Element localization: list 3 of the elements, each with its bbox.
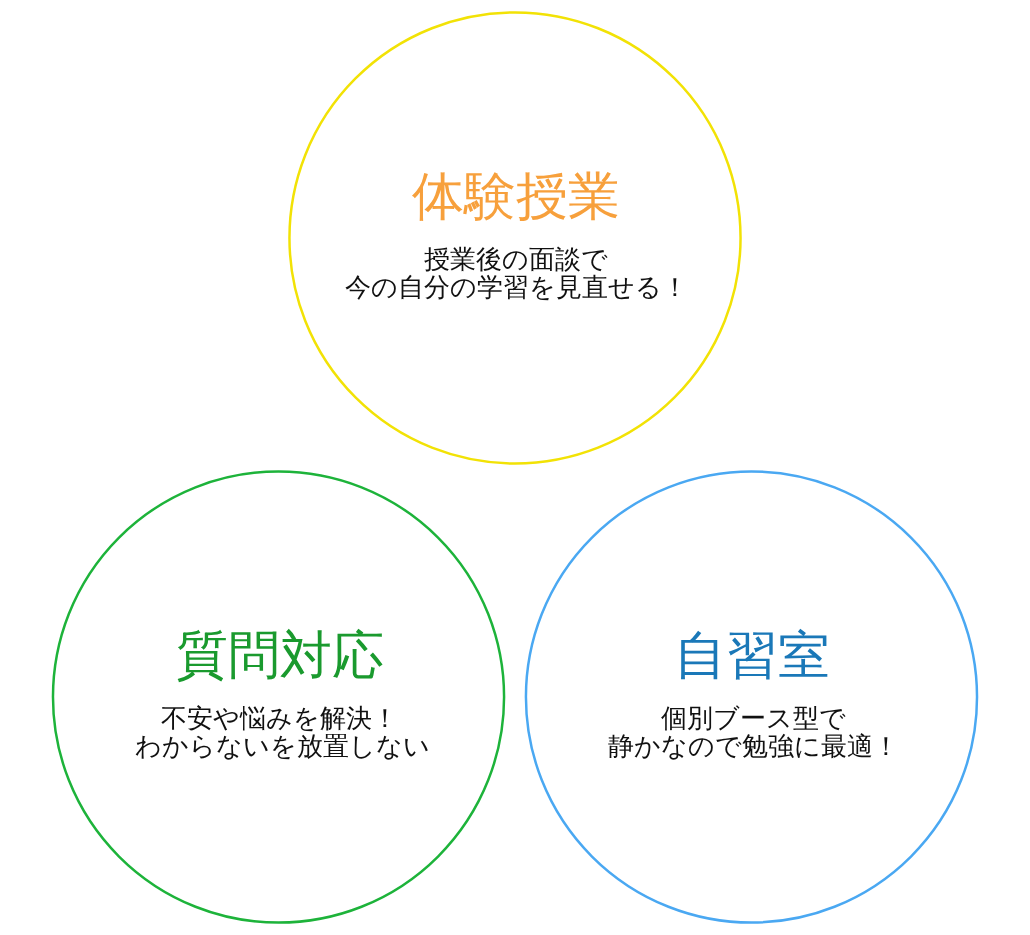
node-circle: 体験授業 授業後の面談で今の自分の学習を見直せる！ <box>288 11 742 465</box>
node-circle: 自習室 個別ブース型で静かなので勉強に最適！ <box>524 470 979 924</box>
node-circle: 質問対応 不安や悩みを解決！わからないを放置しない <box>51 470 506 924</box>
